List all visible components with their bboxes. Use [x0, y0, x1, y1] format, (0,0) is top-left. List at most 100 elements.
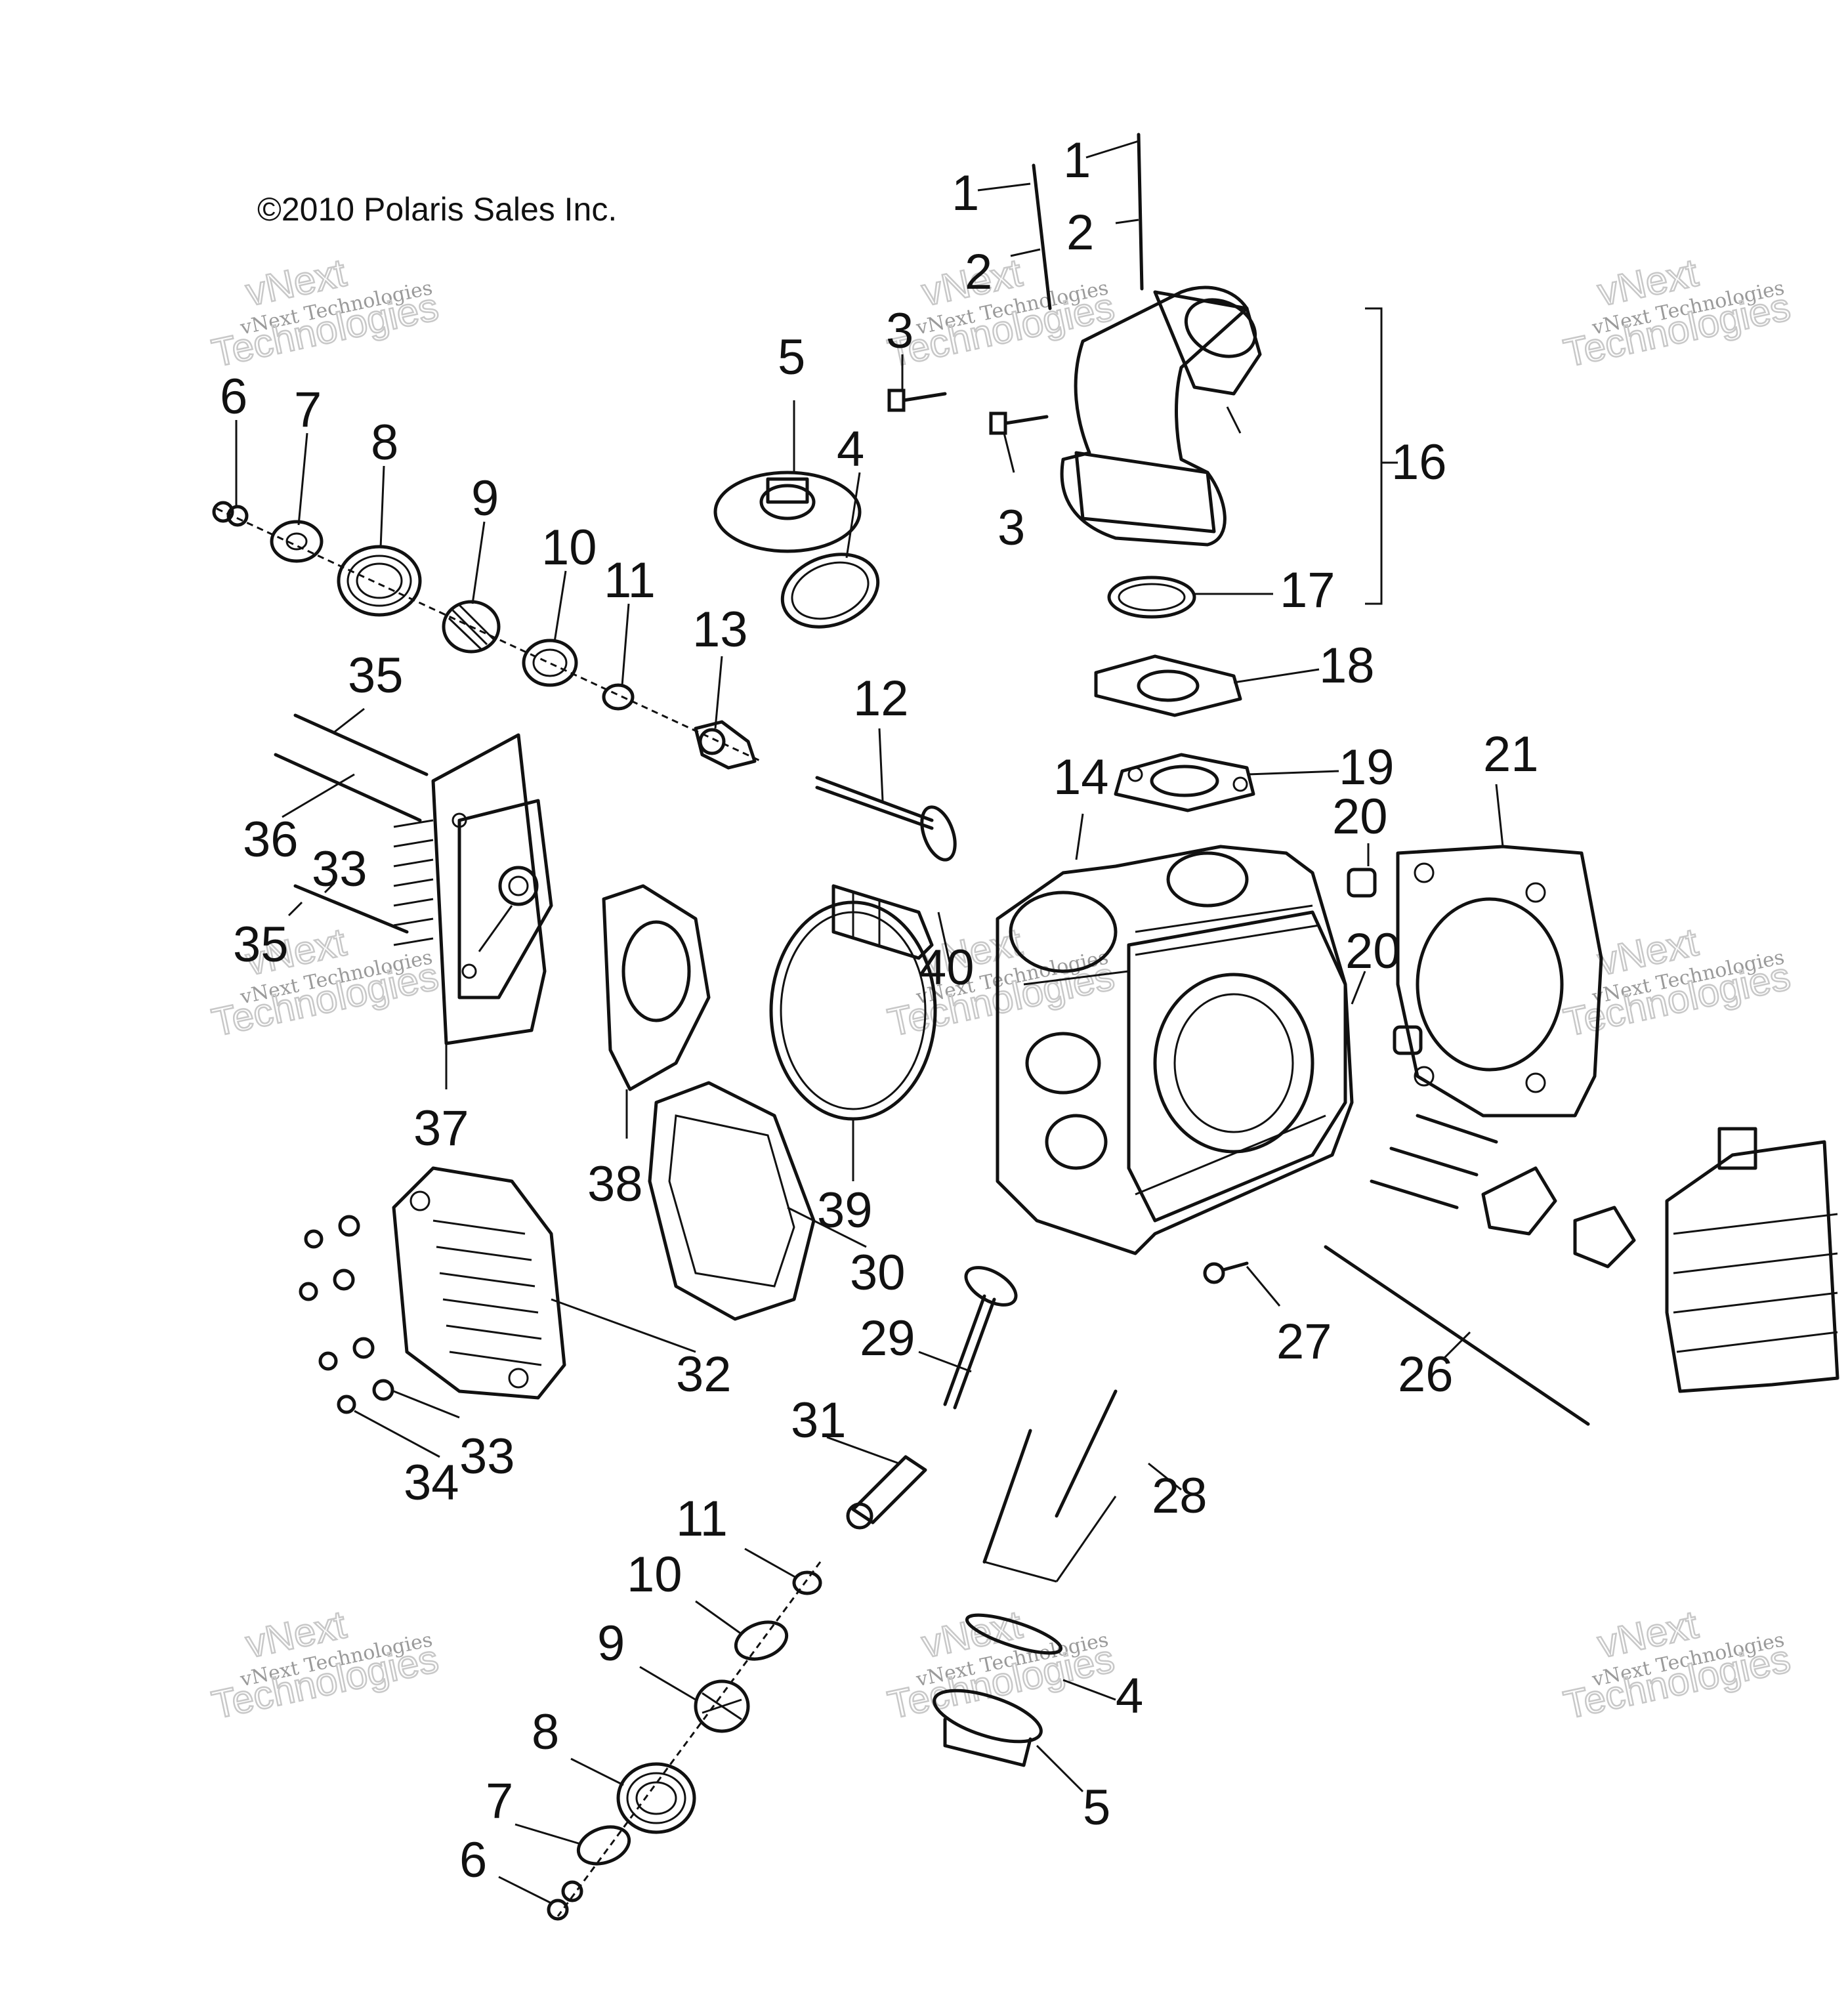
stud-1b	[1137, 133, 1144, 291]
watermark-mid-right: vNext vNext Technologies Technologies	[1559, 919, 1795, 1045]
tensioner-26	[1324, 1114, 1636, 1426]
insulator-18	[1094, 654, 1242, 717]
cotter-6	[212, 501, 234, 523]
stud-28a	[982, 1429, 1032, 1564]
callout-14: 14	[1053, 749, 1109, 805]
bolt-3b	[989, 411, 1049, 435]
callout-3: 3	[998, 500, 1025, 556]
callout-8: 8	[532, 1704, 559, 1760]
valve-stack-bottom	[547, 1561, 822, 1921]
head-gasket-21	[1396, 845, 1603, 1118]
gasket-17	[1107, 576, 1196, 619]
callout-17: 17	[1280, 562, 1335, 618]
callout-19: 19	[1339, 740, 1395, 795]
rocker-arm-13	[694, 720, 757, 770]
washer-10-bottom	[734, 1620, 789, 1661]
cap-5-bottom	[933, 1689, 1043, 1767]
callout-20: 20	[1332, 789, 1388, 845]
gasket-19	[1114, 753, 1255, 812]
bolt-3a	[887, 388, 947, 412]
cover-32	[392, 1166, 566, 1400]
callout-5: 5	[778, 329, 805, 385]
watermark-bottom-center: vNext vNext Technologies Technologies	[883, 1601, 1119, 1728]
callout-27: 27	[1276, 1314, 1332, 1370]
callout-35: 35	[233, 917, 289, 973]
callout-40: 40	[919, 940, 975, 996]
callout-8: 8	[371, 415, 398, 471]
inner-spring-9-bottom	[694, 1679, 750, 1733]
callout-6: 6	[220, 369, 247, 425]
callout-18: 18	[1319, 638, 1375, 694]
watermark-top-left: vNext vNext Technologies Technologies	[207, 249, 443, 376]
callout-2: 2	[965, 244, 992, 300]
callout-26: 26	[1398, 1347, 1454, 1402]
callout-3: 3	[886, 303, 914, 359]
callout-10: 10	[541, 520, 597, 576]
callout-33: 33	[459, 1429, 515, 1484]
callout-30: 30	[850, 1245, 906, 1301]
bolt-35-top	[293, 713, 429, 776]
cap-5-top	[713, 471, 862, 553]
callout-33: 33	[312, 841, 368, 897]
callout-39: 39	[817, 1183, 873, 1238]
callout-7: 7	[486, 1773, 513, 1829]
cotter-6-bottom	[547, 1899, 569, 1921]
callout-10: 10	[627, 1547, 682, 1603]
watermark-top-right: vNext vNext Technologies Technologies	[1559, 249, 1795, 376]
callout-9: 9	[471, 471, 499, 526]
gasket-30	[648, 1081, 816, 1321]
callout-1: 1	[1063, 133, 1091, 188]
callout-34: 34	[404, 1455, 459, 1511]
valve-12	[815, 776, 957, 862]
stud-36	[274, 753, 422, 822]
callout-11: 11	[676, 1491, 728, 1547]
callout-38: 38	[587, 1156, 643, 1212]
callout-31: 31	[791, 1393, 847, 1448]
parts	[212, 133, 1839, 1921]
o-ring-4-top	[780, 553, 880, 629]
retainer-7	[270, 520, 324, 563]
callout-1: 1	[952, 165, 979, 221]
callout-16: 16	[1391, 434, 1447, 490]
o-ring-4-bottom	[965, 1613, 1063, 1655]
outer-spring-8	[337, 545, 422, 617]
callout-13: 13	[692, 602, 748, 658]
spark-plug-40	[831, 884, 934, 960]
seal-11	[602, 683, 635, 711]
callout-28: 28	[1152, 1468, 1208, 1524]
callout-35: 35	[348, 648, 404, 704]
cylinder-block	[1665, 1127, 1839, 1393]
callout-6: 6	[459, 1832, 487, 1888]
callout-4: 4	[1116, 1668, 1143, 1724]
callout-20: 20	[1345, 923, 1401, 979]
stud-1a	[1032, 163, 1052, 310]
watermark-bottom-left: vNext vNext Technologies Technologies	[207, 1601, 443, 1728]
callout-labels: 1 1 2 2 3 3 4 4 5 5 6 6 7 7 8 8 9 9 10 1…	[220, 133, 1539, 1888]
valve-stack-top	[212, 501, 762, 763]
callout-7: 7	[294, 382, 322, 438]
washer-10	[522, 639, 578, 687]
watermark-mid-center: vNext vNext Technologies Technologies	[883, 919, 1119, 1045]
callout-37: 37	[413, 1101, 469, 1156]
callout-11: 11	[604, 553, 656, 608]
callout-29: 29	[860, 1311, 915, 1366]
outer-spring-8-bottom	[616, 1762, 696, 1834]
rocker-31	[846, 1455, 927, 1530]
valve-29	[943, 1266, 1018, 1410]
nuts-33-34	[299, 1215, 394, 1414]
callout-9: 9	[597, 1616, 625, 1671]
callout-5: 5	[1083, 1780, 1110, 1836]
watermark-bottom-right: vNext vNext Technologies Technologies	[1559, 1601, 1795, 1728]
callout-32: 32	[676, 1347, 732, 1402]
cylinder-head-14	[996, 845, 1354, 1255]
retainer-7-bottom	[576, 1825, 631, 1866]
bolt-27	[1203, 1261, 1249, 1284]
callout-12: 12	[853, 671, 909, 726]
callout-21: 21	[1483, 726, 1539, 782]
studs-33-side	[393, 819, 434, 946]
inner-spring-9	[442, 600, 501, 654]
gasket-38	[602, 884, 711, 1091]
intake-elbow	[1060, 285, 1262, 547]
callout-4: 4	[837, 421, 864, 477]
